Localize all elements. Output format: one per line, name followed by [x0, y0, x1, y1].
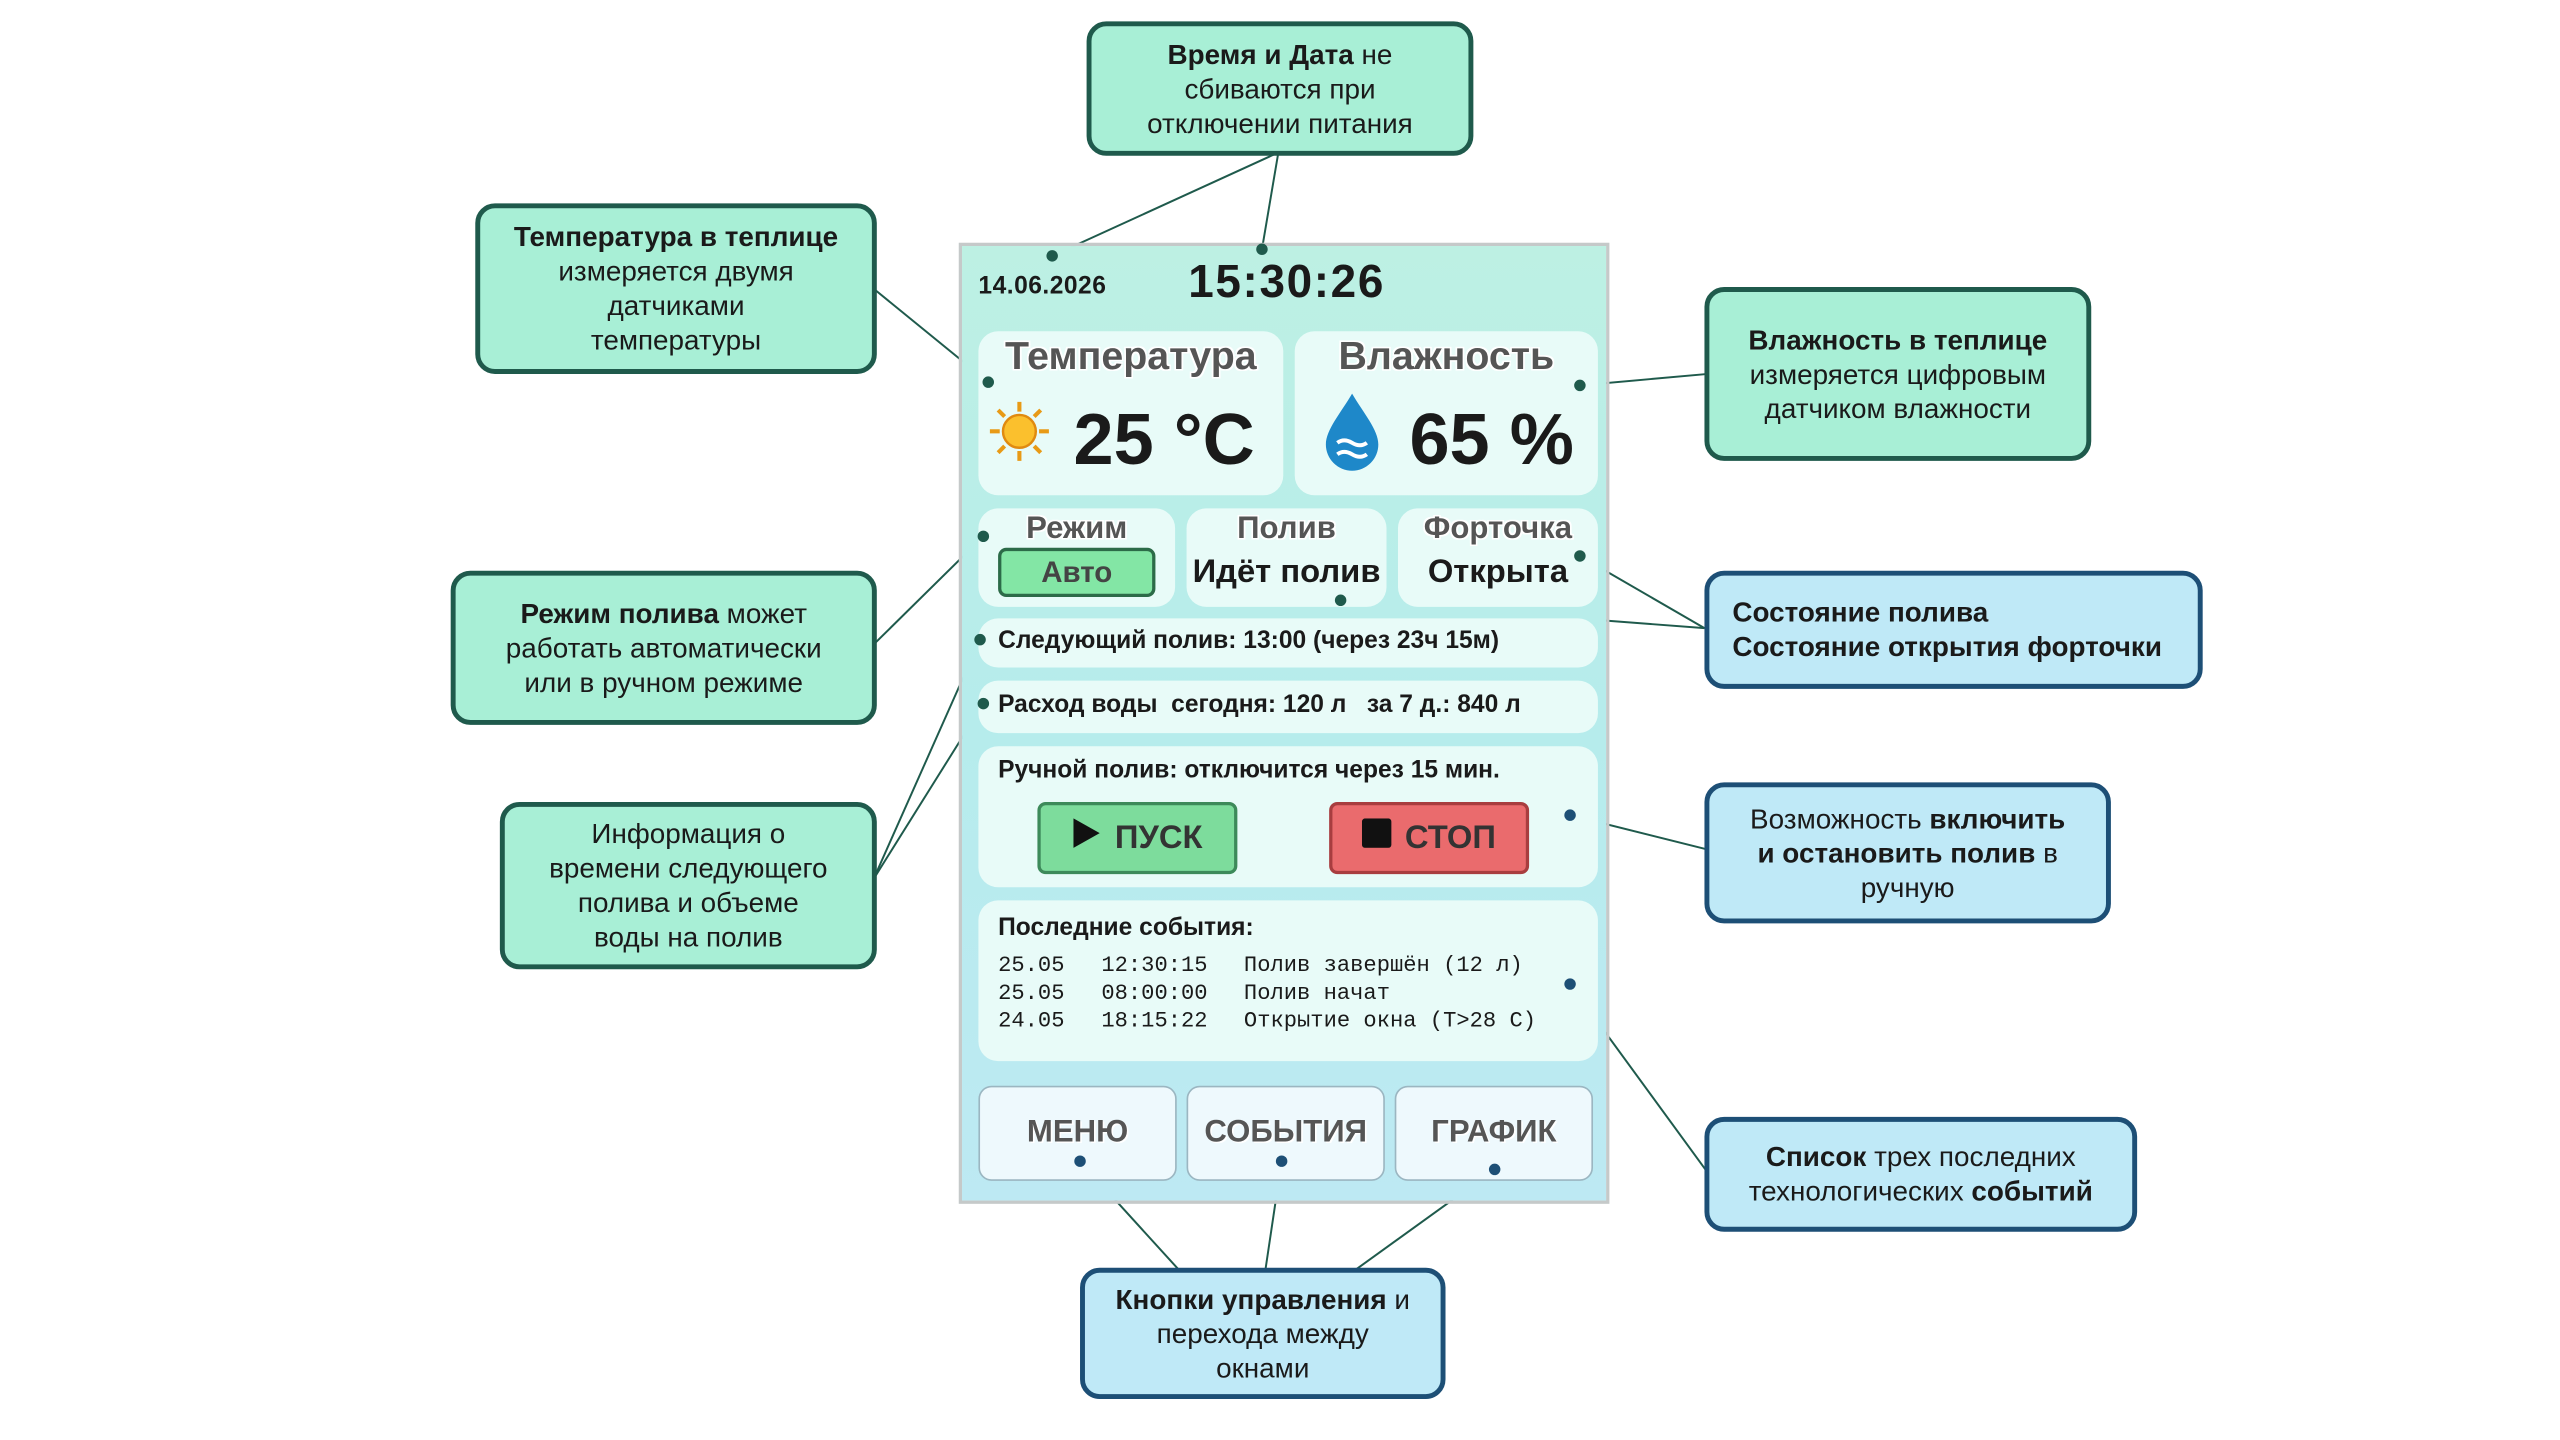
water-usage-week: за 7 д.: 840 л: [1366, 690, 1521, 719]
manual-watering-panel: Ручной полив: отключится через 15 мин. П…: [978, 746, 1598, 888]
mode-title: Режим: [1026, 511, 1128, 547]
next-watering-label: Следующий полив:: [998, 626, 1237, 655]
vent-title: Форточка: [1423, 511, 1573, 547]
events-title: Последние события:: [998, 913, 1254, 942]
start-button[interactable]: ПУСК: [1037, 802, 1238, 875]
vent-status: Открыта: [1427, 554, 1569, 591]
device-screen: 14.06.2026 15:30:26 Температура 25 °C: [958, 242, 1610, 1204]
watering-panel: Полив Идёт полив: [1186, 508, 1387, 607]
stop-label: СТОП: [1404, 819, 1496, 856]
humidity-panel: Влажность 65 %: [1294, 331, 1598, 496]
water-drop-icon: [1321, 390, 1383, 480]
watering-title: Полив: [1237, 511, 1336, 547]
manual-value: отключится через 15 мин.: [1184, 756, 1500, 784]
watering-status: Идёт полив: [1192, 554, 1381, 591]
next-watering-row: Следующий полив: 13:00 (через 23ч 15м): [978, 618, 1598, 668]
vent-panel: Форточка Открыта: [1397, 508, 1598, 607]
temperature-panel: Температура 25 °C: [978, 331, 1284, 496]
water-usage-row: Расход воды сегодня: 120 л за 7 д.: 840 …: [978, 680, 1598, 734]
water-usage-label: Расход воды: [998, 690, 1158, 719]
callout-status: Состояние полива Состояние открытия форт…: [1704, 570, 2203, 689]
callout-temperature: Температура в теплице измеряется двумя д…: [475, 203, 877, 374]
menu-button[interactable]: МЕНЮ: [978, 1085, 1177, 1181]
next-watering-value: 13:00 (через 23ч 15м): [1243, 626, 1500, 655]
stop-icon: [1362, 818, 1392, 857]
sun-icon: [988, 400, 1050, 471]
play-icon: [1072, 817, 1102, 860]
water-usage-today: сегодня: 120 л: [1171, 690, 1347, 719]
callout-info: Информация о времени следующего полива и…: [499, 802, 877, 970]
mode-auto-button[interactable]: Авто: [998, 547, 1156, 597]
humidity-title: Влажность: [1338, 334, 1555, 379]
temperature-value: 25 °C: [1073, 400, 1255, 481]
callout-datetime: Время и Дата не сбиваются при отключении…: [1086, 21, 1474, 156]
humidity-value: 65 %: [1409, 400, 1574, 481]
callout-manual: Возможность включить и остановить полив …: [1704, 782, 2111, 924]
callout-mode: Режим полива может работать автоматическ…: [450, 570, 877, 725]
temperature-title: Температура: [1005, 334, 1257, 379]
time-display: 15:30:26: [1188, 255, 1386, 307]
manual-label: Ручной полив:: [998, 756, 1178, 784]
chart-button[interactable]: ГРАФИК: [1394, 1085, 1594, 1181]
callout-nav: Кнопки управления и перехода между окнам…: [1080, 1267, 1446, 1400]
mode-panel: Режим Авто: [978, 508, 1176, 607]
start-label: ПУСК: [1114, 819, 1203, 856]
callout-humidity: Влажность в теплице измеряется цифровым …: [1704, 287, 2092, 461]
date-display: 14.06.2026: [978, 272, 1107, 301]
events-panel: Последние события: 25.05 12:30:15 Полив …: [978, 900, 1598, 1062]
callout-events: Список трех последних технологических со…: [1704, 1116, 2138, 1232]
stop-button[interactable]: СТОП: [1329, 802, 1530, 875]
events-button[interactable]: СОБЫТИЯ: [1186, 1085, 1385, 1181]
